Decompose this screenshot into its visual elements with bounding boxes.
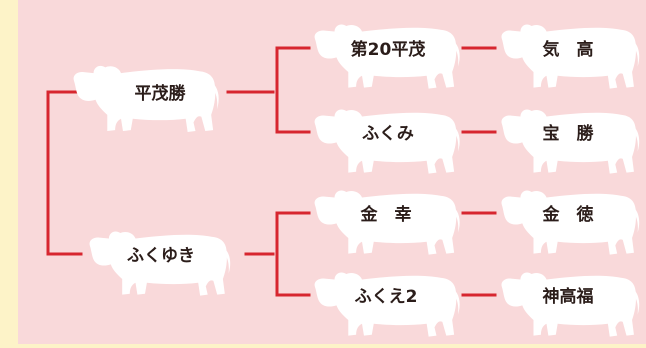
sire-dam-name: ふくみ xyxy=(362,124,414,144)
sire-sire-sire-name: 気 高 xyxy=(542,39,594,60)
panel-bottom-edge xyxy=(18,344,646,348)
sire-sire-name: 第20平茂 xyxy=(351,39,426,60)
cow-sire: 平茂勝 xyxy=(73,65,219,132)
cow-dam-sire-sire: 金 徳 xyxy=(501,190,640,255)
connector-lines xyxy=(46,46,497,297)
cow-sire-dam-sire: 宝 勝 xyxy=(501,109,640,174)
sire-dam-sire-name: 宝 勝 xyxy=(543,123,595,144)
cow-dam-dam-sire: 神高福 xyxy=(501,272,640,337)
cow-dam: ふくゆき xyxy=(89,231,231,296)
dam-dam-sire-name: 神高福 xyxy=(543,286,594,307)
dam-dam-name: ふくえ2 xyxy=(355,287,418,307)
sire-name: 平茂勝 xyxy=(135,83,187,104)
cow-sire-dam: ふくみ xyxy=(314,109,460,174)
dam-name: ふくゆき xyxy=(127,246,195,266)
dam-sire-name: 金 幸 xyxy=(360,204,412,225)
cow-dam-sire: 金 幸 xyxy=(314,190,460,255)
cow-sire-sire-sire: 気 高 xyxy=(501,24,640,89)
cow-sire-sire: 第20平茂 xyxy=(314,24,460,89)
dam-sire-sire-name: 金 徳 xyxy=(542,204,594,225)
cow-dam-dam: ふくえ2 xyxy=(314,272,460,337)
